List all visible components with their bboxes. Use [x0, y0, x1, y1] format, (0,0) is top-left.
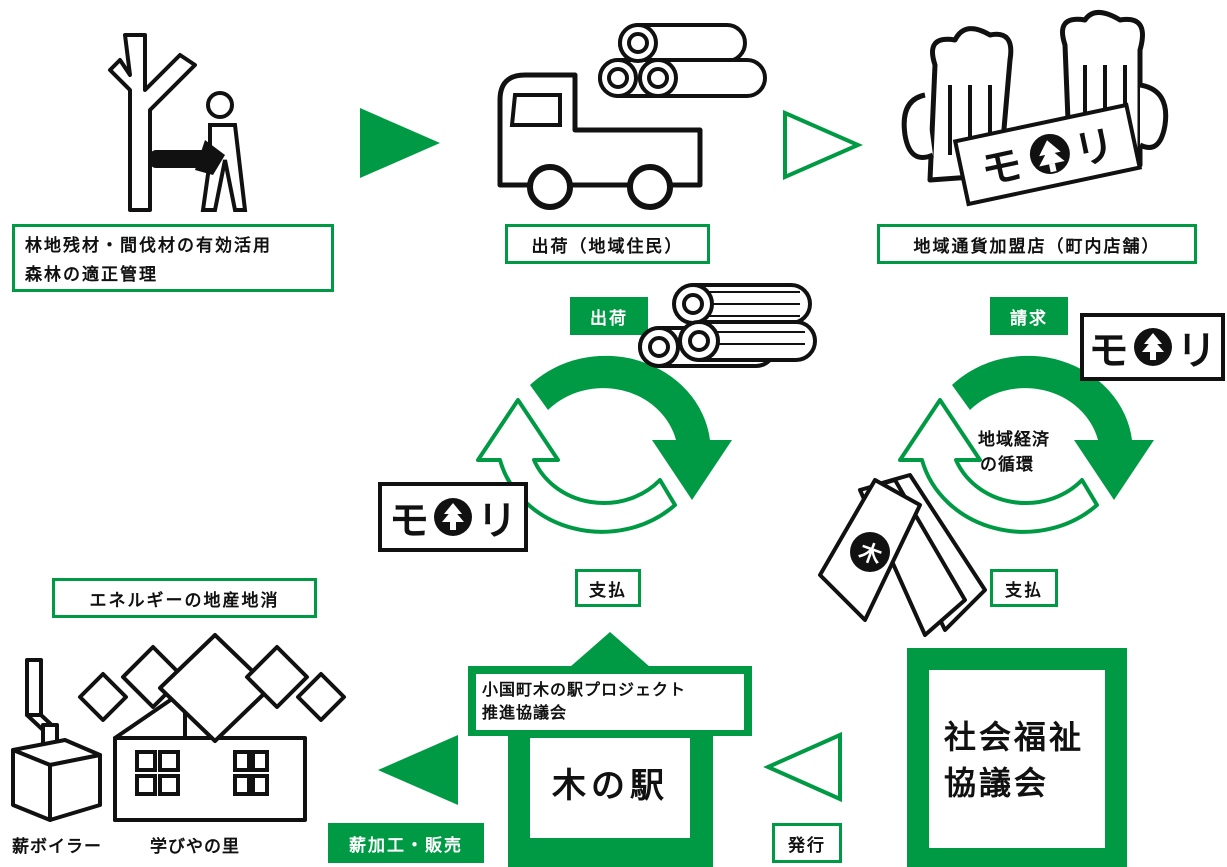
boiler-label: 薪ボイラー	[12, 837, 102, 857]
right-pay-tag-text: 支払	[1005, 580, 1043, 601]
arrow-left-outline-icon	[763, 731, 842, 803]
station-project-label: 小国町木の駅プロジェクト 推進協議会	[482, 678, 686, 724]
left-pay-tag-text: 支払	[589, 580, 627, 601]
council-line1: 社会福祉	[944, 718, 1085, 756]
mori-currency-left: モ リ	[378, 482, 528, 552]
energy-label: エネルギーの地産地消	[89, 590, 280, 611]
station-project-line1: 小国町木の駅プロジェクト	[482, 680, 687, 699]
process-label: 薪加工・販売	[349, 835, 463, 856]
shop-label: 地域通貨加盟店（町内店舗）	[913, 236, 1161, 257]
station-name: 木の駅	[552, 766, 669, 806]
ship-label-box: 出荷（地域住民）	[505, 224, 710, 264]
school-label: 学びやの里	[150, 837, 240, 857]
mori-text-3: モ	[1088, 328, 1129, 374]
station-project-line2: 推進協議会	[482, 703, 568, 722]
council-label: 社会福祉 協議会	[944, 714, 1084, 806]
forest-label-line1: 林地残材・間伐材の有効活用	[25, 236, 272, 256]
issue-tag: 発行	[772, 823, 842, 863]
cycle-center-text: 地域経済 の循環	[978, 428, 1050, 478]
mori-text-1: モ	[389, 498, 429, 544]
station-house-icon	[468, 632, 752, 867]
arrow-right-outline-icon	[783, 109, 863, 181]
shop-label-box: 地域通貨加盟店（町内店舗）	[877, 224, 1197, 264]
wood-boiler-icon	[11, 658, 102, 822]
mori-text-4: リ	[1176, 328, 1217, 374]
banknotes-icon: 木	[818, 473, 987, 637]
arrow-right-filled-icon	[360, 108, 440, 178]
tree-icon	[434, 498, 472, 536]
cycle-center-line1: 地域経済	[978, 430, 1050, 450]
ship-label: 出荷（地域住民）	[531, 236, 684, 257]
issue-label: 発行	[788, 835, 826, 856]
tree-icon	[1133, 328, 1172, 366]
svg-text:モ: モ	[977, 142, 1026, 195]
arrow-left-filled-icon	[378, 735, 458, 805]
energy-label-box: エネルギーの地産地消	[52, 578, 317, 618]
left-ship-tag-text: 出荷	[590, 308, 628, 329]
left-pay-tag: 支払	[575, 569, 641, 607]
right-cycle-arrows	[898, 355, 1154, 534]
right-pay-tag: 支払	[990, 569, 1058, 607]
process-tag: 薪加工・販売	[328, 823, 484, 863]
forest-label-line2: 森林の適正管理	[25, 265, 158, 285]
forest-label-box: 林地残材・間伐材の有効活用 森林の適正管理	[12, 224, 334, 292]
right-bill-tag: 請求	[990, 297, 1068, 335]
mori-currency-right: モ リ	[1080, 313, 1225, 381]
truck-logs-icon	[497, 23, 767, 210]
beer-mugs-icon: モ リ	[901, 10, 1169, 207]
logs-icon	[638, 283, 817, 368]
cycle-center-line2: の循環	[980, 455, 1034, 475]
right-bill-tag-text: 請求	[1010, 308, 1048, 329]
lumberjack-icon	[108, 33, 248, 212]
left-ship-tag: 出荷	[570, 297, 648, 335]
council-box	[907, 648, 1127, 867]
school-house-icon	[78, 633, 346, 822]
mori-text-2: リ	[477, 498, 517, 544]
council-line2: 協議会	[944, 764, 1050, 802]
svg-text:リ: リ	[1070, 122, 1119, 175]
